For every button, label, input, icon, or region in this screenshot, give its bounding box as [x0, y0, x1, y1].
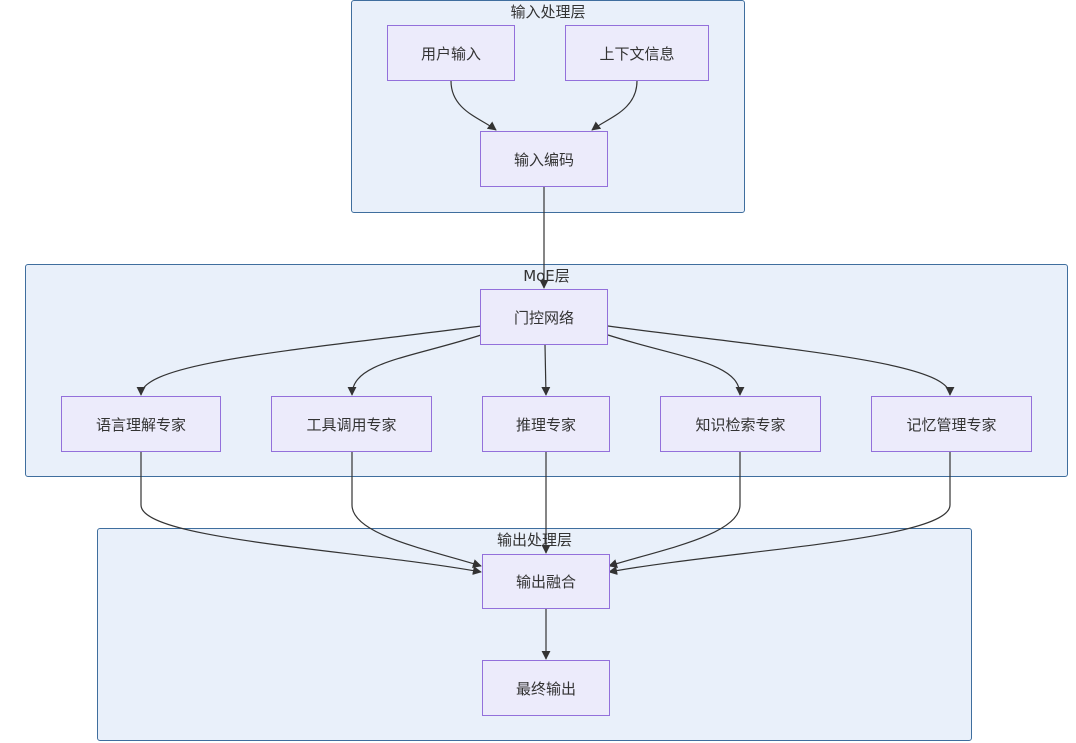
node-knowledge-expert[interactable]: 知识检索专家	[660, 396, 821, 452]
node-memory-expert[interactable]: 记忆管理专家	[871, 396, 1032, 452]
node-input-encoding[interactable]: 输入编码	[480, 131, 608, 187]
output-processing-title: 输出处理层	[496, 531, 572, 549]
node-context-info[interactable]: 上下文信息	[565, 25, 709, 81]
input-processing-title: 输入处理层	[510, 3, 586, 21]
node-reasoning-expert[interactable]: 推理专家	[482, 396, 610, 452]
moe-title: MoE层	[523, 267, 570, 285]
node-final-output[interactable]: 最终输出	[482, 660, 610, 716]
node-language-expert[interactable]: 语言理解专家	[61, 396, 221, 452]
node-gating-network[interactable]: 门控网络	[480, 289, 608, 345]
node-user-input[interactable]: 用户输入	[387, 25, 515, 81]
node-tool-expert[interactable]: 工具调用专家	[271, 396, 432, 452]
node-output-fusion[interactable]: 输出融合	[482, 554, 610, 609]
